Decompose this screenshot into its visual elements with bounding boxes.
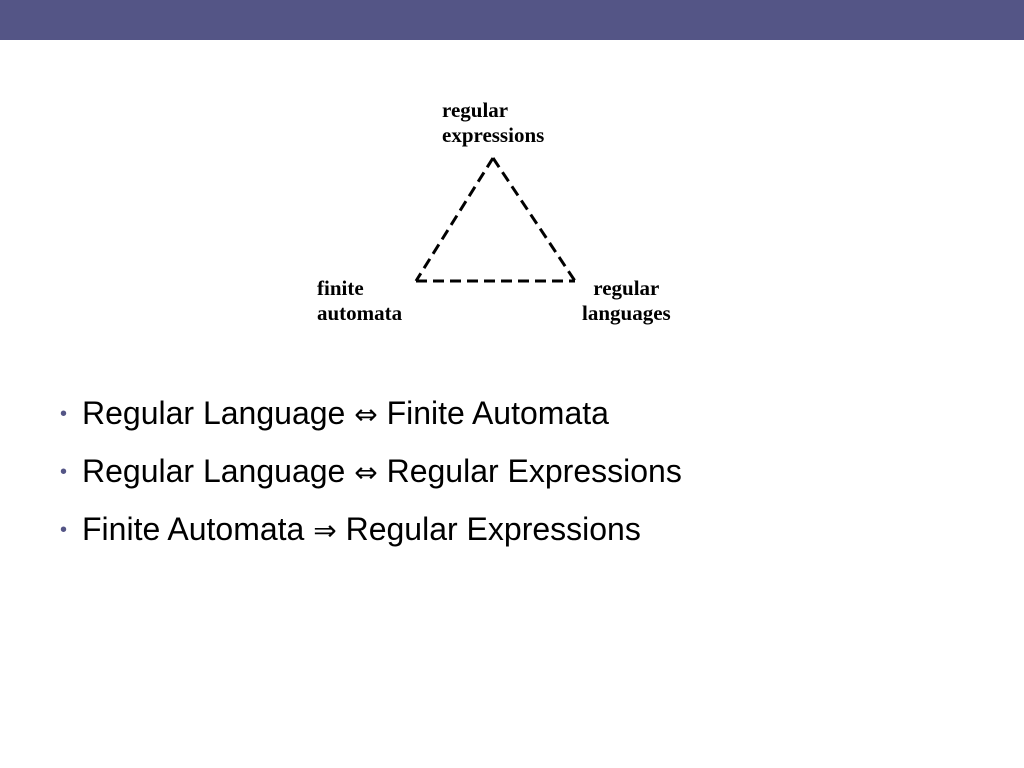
bullet-right-text: Regular Expressions	[386, 453, 682, 489]
node-finite-automata: finite automata	[317, 276, 402, 326]
bullet-left-text: Finite Automata	[82, 511, 305, 547]
implication-arrow-icon: ⇒	[313, 514, 337, 547]
header-bar	[0, 0, 1024, 40]
bullet-list: • Regular Language ⇔ Finite Automata • Reg…	[60, 385, 682, 559]
edge-expressions-languages	[491, 157, 577, 282]
bullet-right-text: Regular Expressions	[345, 511, 641, 547]
edge-expressions-automata	[414, 157, 495, 282]
equivalence-arrow-icon: ⇔	[354, 398, 378, 431]
bullet-item: • Regular Language ⇔ Finite Automata	[60, 385, 682, 443]
bullet-dot-icon: •	[60, 461, 68, 483]
node-label-line: automata	[317, 301, 403, 325]
node-label-line: finite	[317, 276, 364, 300]
node-label-line: expressions	[442, 123, 545, 147]
node-regular-languages: regular languages	[582, 276, 671, 326]
node-label-line: languages	[582, 301, 671, 325]
triangle-svg	[414, 157, 577, 283]
bullet-right-text: Finite Automata	[386, 395, 609, 431]
bullet-item: • Finite Automata ⇒ Regular Expressions	[60, 501, 682, 559]
equivalence-arrow-icon: ⇔	[354, 456, 378, 489]
bullet-left-text: Regular Language	[82, 453, 346, 489]
node-label-line: regular	[442, 98, 509, 122]
node-regular-expressions: regular expressions	[442, 98, 544, 148]
bullet-dot-icon: •	[60, 519, 68, 541]
node-label-line: regular	[593, 276, 660, 300]
bullet-item: • Regular Language ⇔ Regular Expressions	[60, 443, 682, 501]
equivalence-triangle-diagram: regular expressions finite automata regu…	[0, 0, 1024, 360]
bullet-dot-icon: •	[60, 403, 68, 425]
bullet-left-text: Regular Language	[82, 395, 346, 431]
